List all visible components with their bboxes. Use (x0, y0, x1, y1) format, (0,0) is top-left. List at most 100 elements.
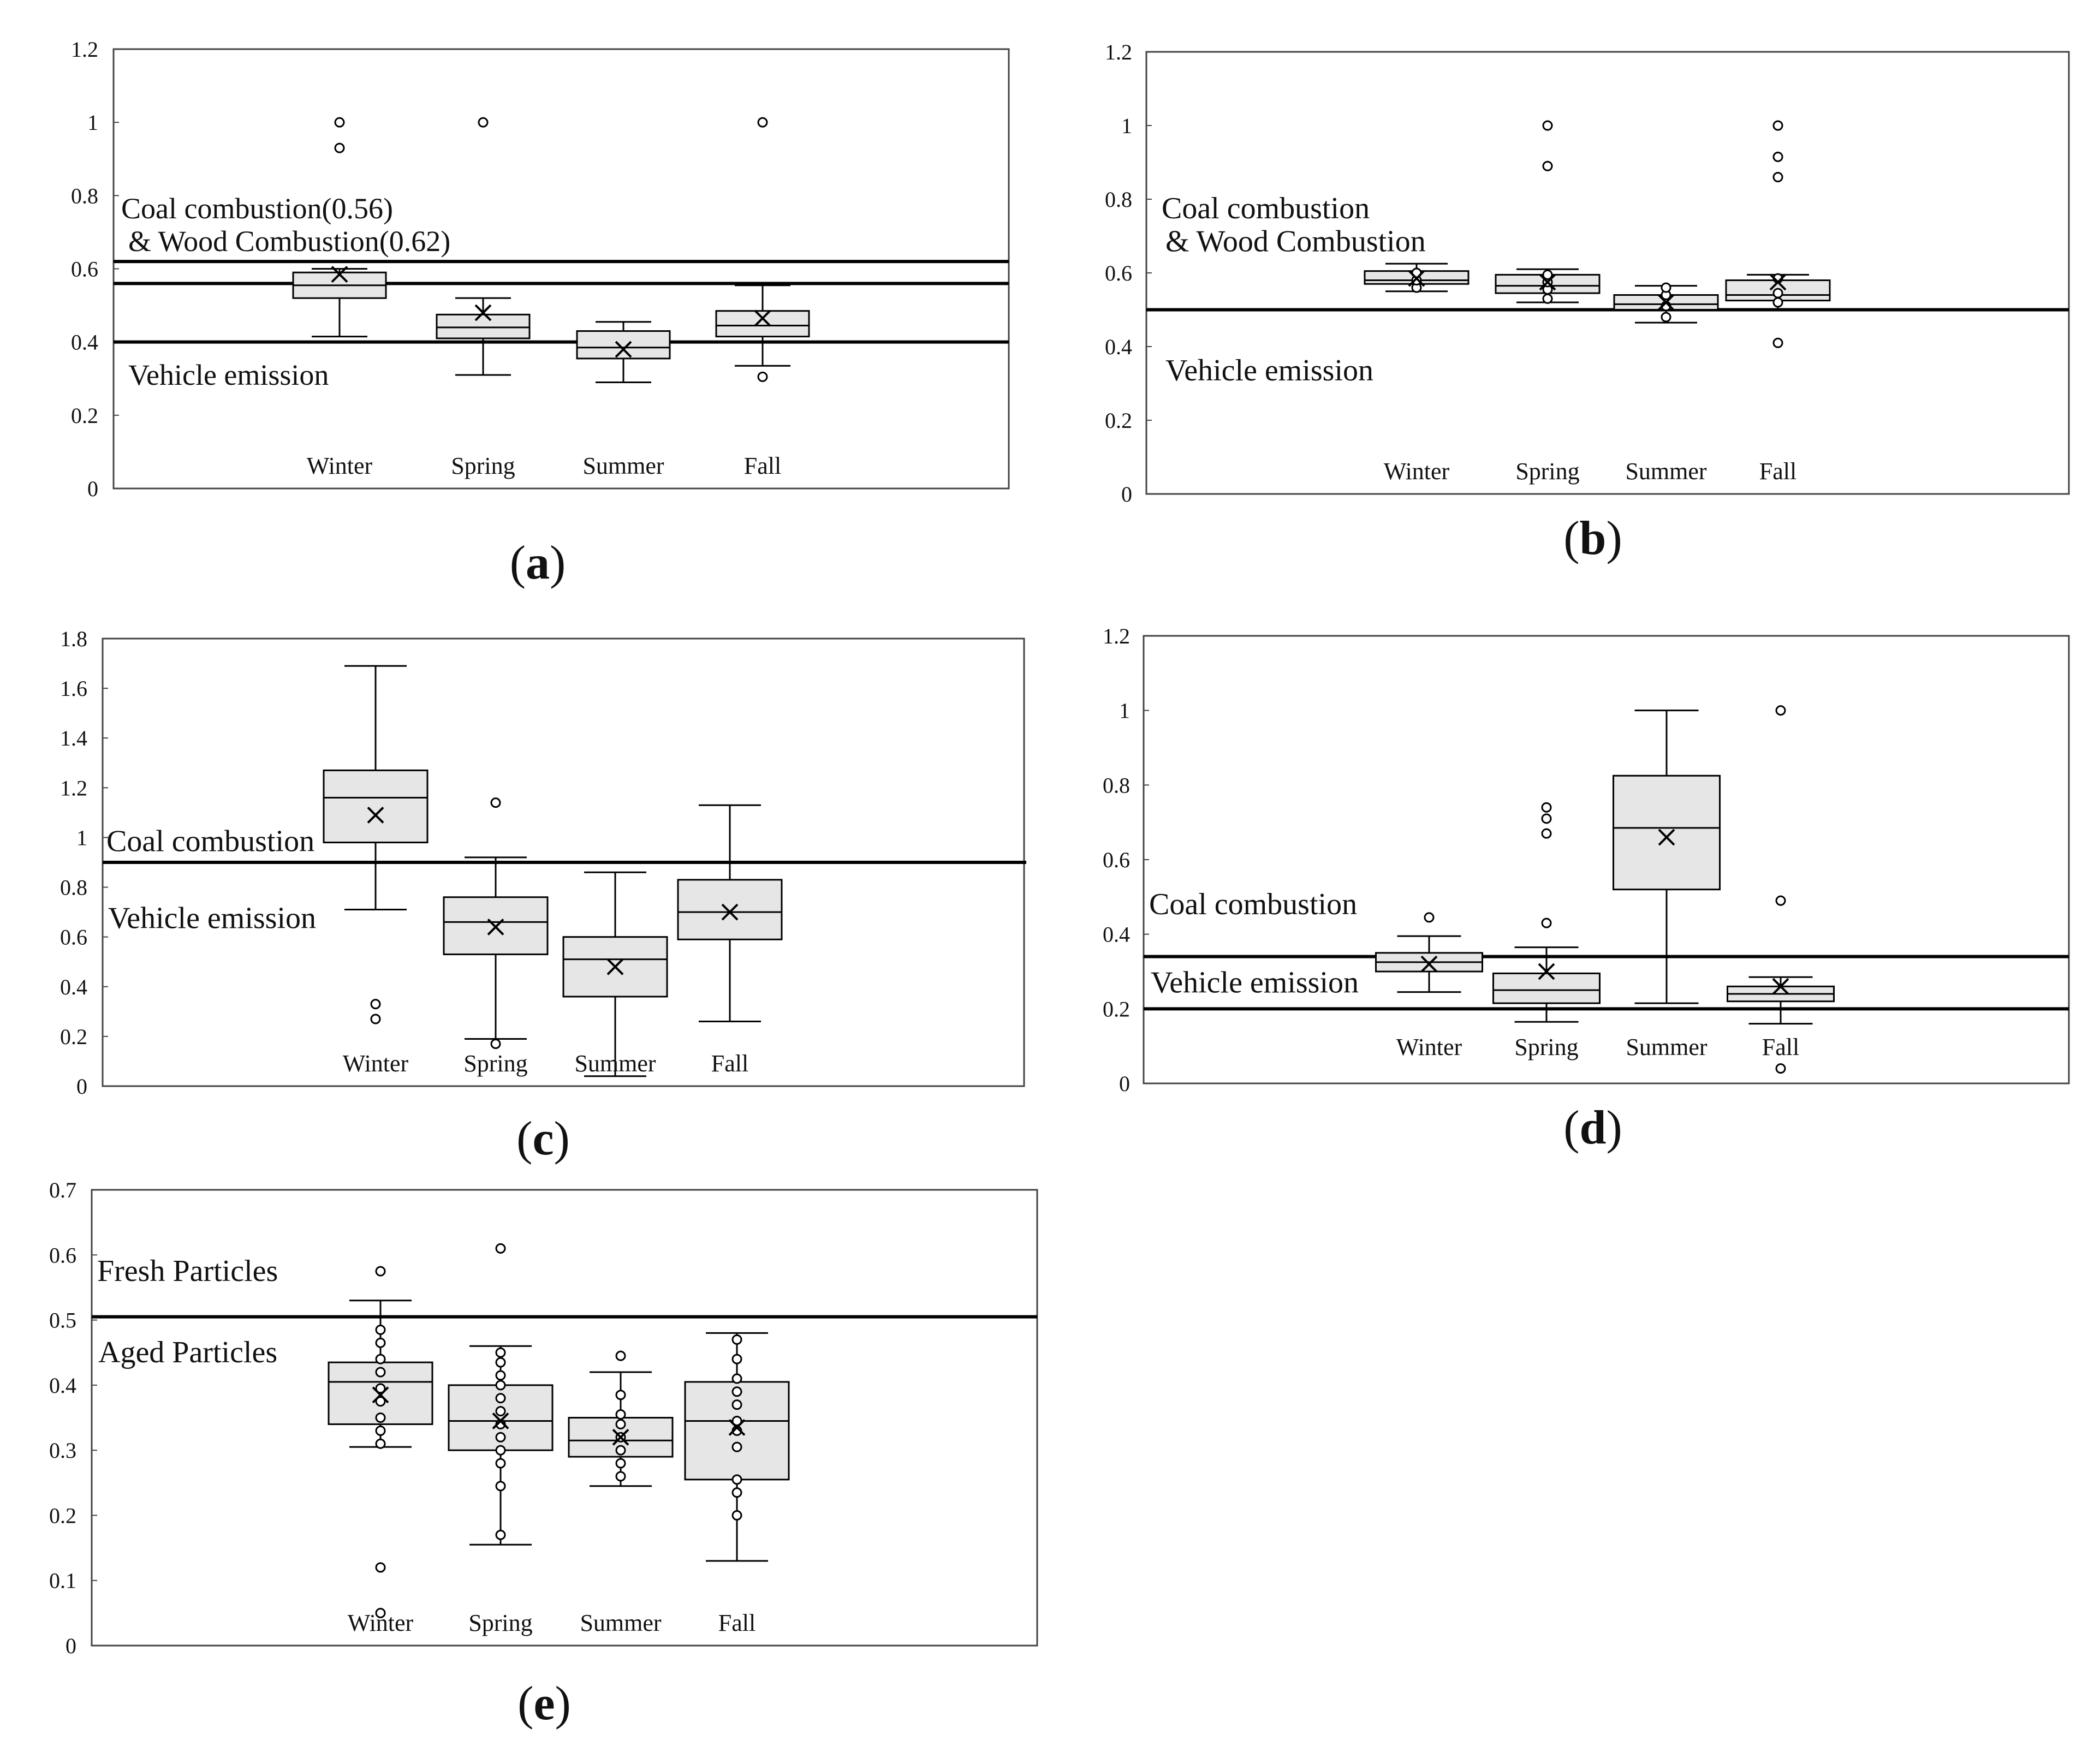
category-label: Summer (1626, 1034, 1707, 1060)
outlier-point (375, 1562, 386, 1573)
outlier-point (1772, 337, 1783, 348)
outlier-point (1772, 297, 1783, 308)
category-label: Fall (718, 1610, 755, 1636)
annotation-label: Vehicle emission (1151, 966, 1359, 1000)
mean-marker (754, 309, 771, 327)
outlier-point (1541, 917, 1552, 928)
y-tick-label: 0.6 (1103, 848, 1130, 872)
outlier-point (375, 1383, 386, 1394)
mean-marker (492, 1413, 509, 1429)
mean-marker (1408, 270, 1425, 287)
y-tick-label: 0 (1119, 1071, 1130, 1096)
y-tick-label: 0.2 (1103, 997, 1130, 1021)
y-tick-label: 0.7 (49, 1178, 76, 1202)
category-label: Spring (451, 452, 515, 479)
annotation-label: Aged Particles (98, 1336, 277, 1369)
panel-label: (e) (517, 1677, 571, 1730)
annotation-label: Fresh Particles (97, 1254, 278, 1288)
outlier-point (1772, 288, 1783, 299)
outlier-point (1542, 293, 1553, 304)
category-label: Spring (1515, 458, 1579, 485)
y-tick-label: 1.8 (60, 627, 87, 651)
outlier-point (731, 1510, 742, 1521)
y-tick-label: 0.6 (1105, 261, 1132, 285)
plot-frame (1143, 635, 2070, 1084)
outlier-point (375, 1367, 386, 1378)
outlier-point (370, 999, 381, 1010)
y-tick-label: 0.8 (1103, 773, 1130, 797)
y-tick-label: 0.2 (1105, 408, 1132, 433)
y-tick-label: 0.4 (1103, 922, 1130, 947)
category-label: Winter (1384, 458, 1450, 485)
y-tick-label: 0.3 (49, 1438, 76, 1463)
outlier-point (370, 1014, 381, 1024)
outlier-point (615, 1445, 626, 1456)
y-tick-label: 0.8 (71, 183, 98, 208)
outlier-point (1775, 705, 1786, 716)
category-label: Winter (348, 1610, 414, 1636)
category-label: Winter (1396, 1034, 1462, 1060)
outlier-point (1775, 1063, 1786, 1074)
box-spring (436, 313, 531, 339)
outlier-point (1661, 282, 1671, 293)
annotation-label: Vehicle emission (108, 902, 316, 935)
outlier-point (495, 1529, 506, 1540)
y-tick-label: 0.8 (60, 875, 87, 900)
mean-marker (615, 341, 632, 358)
outlier-point (731, 1415, 742, 1426)
outlier-point (1542, 269, 1553, 280)
outlier-point (490, 1039, 501, 1050)
outlier-point (1541, 802, 1552, 813)
y-tick-label: 0.6 (49, 1243, 76, 1267)
outlier-point (375, 1413, 386, 1423)
annotation-label: & Wood Combustion (1165, 225, 1426, 259)
outlier-point (1541, 813, 1552, 824)
outlier-point (731, 1474, 742, 1485)
y-tick-label: 1.2 (1103, 624, 1130, 648)
panel-label: (b) (1563, 512, 1622, 565)
outlier-point (495, 1393, 506, 1404)
y-tick-label: 0 (76, 1074, 87, 1099)
outlier-point (375, 1337, 386, 1348)
outlier-point (1661, 312, 1671, 323)
category-label: Spring (463, 1050, 527, 1077)
mean-marker (474, 304, 492, 321)
outlier-point (495, 1481, 506, 1492)
annotation-label: Vehicle emission (128, 359, 329, 391)
outlier-point (731, 1354, 742, 1364)
y-tick-label: 0.2 (71, 403, 98, 428)
y-tick-label: 1 (87, 110, 98, 135)
outlier-point (757, 117, 768, 128)
outlier-point (731, 1373, 742, 1384)
outlier-point (1772, 151, 1783, 162)
box-winter (323, 769, 429, 844)
outlier-point (495, 1347, 506, 1358)
outlier-point (1542, 160, 1553, 171)
outlier-point (495, 1357, 506, 1368)
plot-frame (91, 1189, 1038, 1647)
y-tick-label: 0.6 (71, 257, 98, 282)
box-summer (1613, 774, 1721, 891)
outlier-point (731, 1441, 742, 1452)
outlier-point (1541, 828, 1552, 839)
y-tick-label: 0 (1121, 482, 1132, 506)
y-tick-label: 0.6 (60, 925, 87, 950)
outlier-point (757, 371, 768, 382)
annotation-label: Coal combustion (106, 824, 314, 858)
y-tick-label: 1.6 (60, 676, 87, 701)
box-fall (677, 879, 783, 940)
y-tick-label: 1.2 (60, 776, 87, 800)
category-label: Summer (574, 1050, 656, 1077)
y-tick-label: 0.4 (49, 1373, 76, 1398)
mean-marker (1772, 978, 1789, 995)
y-tick-label: 0.1 (49, 1569, 76, 1593)
outlier-point (334, 142, 345, 153)
annotation-label: Coal combustion (1162, 192, 1370, 225)
outlier-point (495, 1445, 506, 1456)
outlier-point (478, 117, 489, 128)
category-label: Fall (711, 1050, 748, 1077)
